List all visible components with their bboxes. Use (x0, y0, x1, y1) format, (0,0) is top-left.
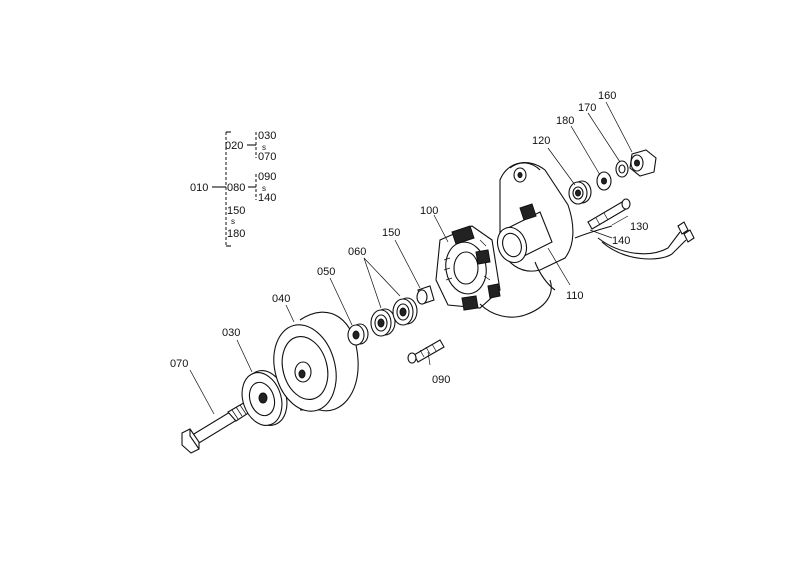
label-070[interactable]: 070 (170, 358, 188, 370)
label-110[interactable]: 110 (566, 290, 584, 302)
label-180[interactable]: 180 (556, 115, 574, 127)
label-060[interactable]: 060 (348, 246, 366, 258)
collar-050[interactable] (347, 323, 369, 346)
bearing-060a[interactable] (370, 308, 396, 337)
screw-090[interactable] (407, 339, 445, 364)
tree-range-mark-3: s (231, 217, 235, 226)
assembly-tree: 010 020 030 s 070 080 090 s 140 150 s 18… (190, 130, 276, 247)
bearing-120[interactable] (568, 180, 592, 205)
leader-lines (189, 101, 633, 415)
label-160[interactable]: 160 (598, 90, 616, 102)
spacer-150[interactable] (416, 285, 435, 305)
label-120[interactable]: 120 (532, 135, 550, 147)
tree-080[interactable]: 080 (227, 182, 245, 194)
label-100[interactable]: 100 (420, 205, 438, 217)
wire-harness-140[interactable] (597, 221, 695, 260)
label-050[interactable]: 050 (317, 266, 335, 278)
part-labels: 070 030 040 050 060 150 100 090 110 120 … (170, 90, 648, 386)
washer-170[interactable] (615, 160, 629, 178)
stator-100[interactable] (435, 225, 552, 318)
label-040[interactable]: 040 (272, 293, 290, 305)
pulley-040[interactable] (265, 311, 359, 418)
tree-140[interactable]: 140 (258, 192, 276, 204)
nut-160[interactable] (629, 149, 657, 177)
tree-070[interactable]: 070 (258, 151, 276, 163)
label-150[interactable]: 150 (382, 227, 400, 239)
washer-030[interactable] (236, 365, 294, 431)
label-140[interactable]: 140 (612, 235, 630, 247)
label-130[interactable]: 130 (630, 221, 648, 233)
tree-030[interactable]: 030 (258, 130, 276, 142)
label-090[interactable]: 090 (432, 374, 450, 386)
label-170[interactable]: 170 (578, 102, 596, 114)
label-030[interactable]: 030 (222, 327, 240, 339)
tree-090[interactable]: 090 (258, 171, 276, 183)
bolt-130[interactable] (587, 198, 631, 230)
tree-180[interactable]: 180 (227, 228, 245, 240)
housing-110[interactable] (493, 162, 613, 291)
bolt-070[interactable] (181, 400, 254, 454)
tree-range-mark-2: s (262, 184, 266, 193)
tree-range-mark-1: s (262, 143, 266, 152)
bearing-060b[interactable] (392, 297, 418, 326)
tree-150[interactable]: 150 (227, 205, 245, 217)
tree-010[interactable]: 010 (190, 182, 208, 194)
tree-020[interactable]: 020 (225, 140, 243, 152)
washer-180[interactable] (596, 171, 612, 191)
